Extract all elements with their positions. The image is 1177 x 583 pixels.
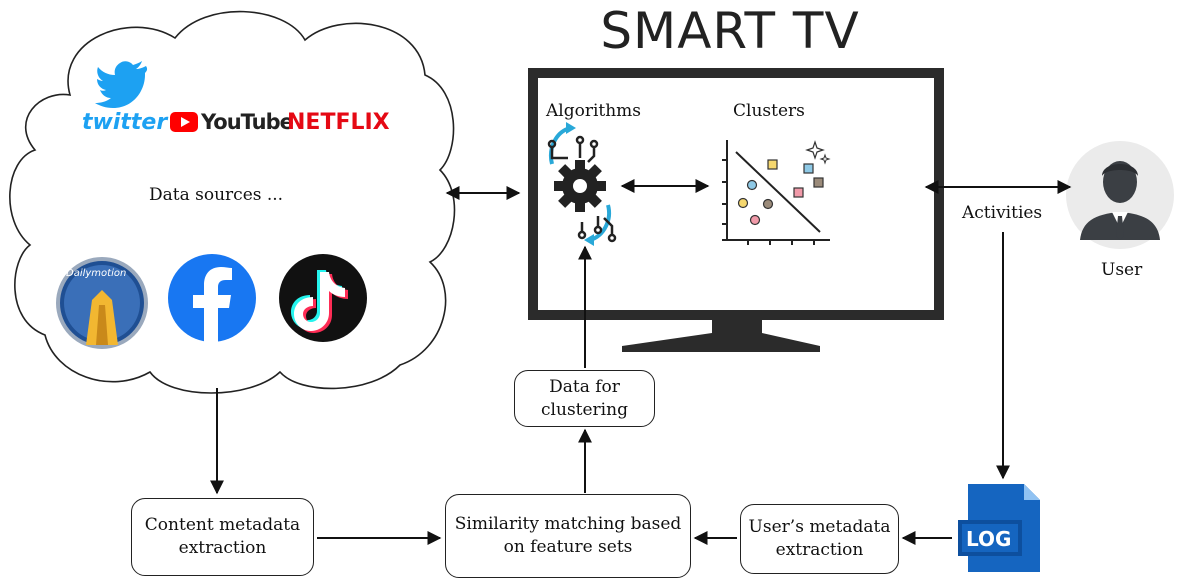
netflix-wordmark: NETFLIX bbox=[287, 110, 390, 135]
clusters-label: Clusters bbox=[733, 101, 805, 121]
user-label: User bbox=[1101, 260, 1143, 280]
dailymotion-logo bbox=[56, 257, 148, 349]
algorithms-label: Algorithms bbox=[546, 101, 642, 121]
user-metadata-line2: extraction bbox=[775, 540, 864, 560]
content-metadata-line2: extraction bbox=[178, 538, 267, 558]
similarity-line2: on feature sets bbox=[503, 537, 633, 557]
content-metadata-line1: Content metadata bbox=[144, 515, 301, 535]
similarity-matching-box: Similarity matching based on feature set… bbox=[445, 494, 691, 578]
user-metadata-box: User’s metadata extraction bbox=[740, 504, 899, 574]
youtube-play-icon bbox=[170, 112, 198, 132]
twitter-bird-icon bbox=[95, 61, 148, 108]
tiktok-logo bbox=[279, 254, 367, 342]
dailymotion-wordmark: Dailymotion bbox=[66, 268, 127, 279]
youtube-wordmark: YouTube bbox=[201, 110, 294, 134]
log-label: LOG bbox=[966, 527, 1012, 551]
data-for-clustering-line2: clustering bbox=[541, 399, 628, 420]
clusters-scatter-icon bbox=[722, 140, 831, 245]
diagram-title: SMART TV bbox=[600, 2, 860, 60]
algorithm-gear-icon bbox=[547, 122, 617, 246]
data-for-clustering-line1: Data for bbox=[549, 376, 620, 397]
twitter-wordmark: twitter bbox=[82, 110, 168, 135]
log-file-icon bbox=[958, 484, 1040, 572]
similarity-line1: Similarity matching based bbox=[454, 514, 682, 534]
smart-tv bbox=[528, 68, 944, 352]
tv-screen bbox=[538, 78, 934, 310]
user-avatar-icon bbox=[1066, 141, 1174, 249]
content-metadata-box: Content metadata extraction bbox=[131, 498, 314, 576]
tv-stand bbox=[622, 320, 820, 352]
facebook-logo bbox=[168, 254, 256, 342]
activities-label: Activities bbox=[962, 203, 1043, 223]
data-for-clustering-box: Data for clustering bbox=[514, 370, 655, 427]
data-sources-label: Data sources ... bbox=[149, 185, 284, 205]
user-metadata-line1: User’s metadata bbox=[748, 517, 891, 537]
